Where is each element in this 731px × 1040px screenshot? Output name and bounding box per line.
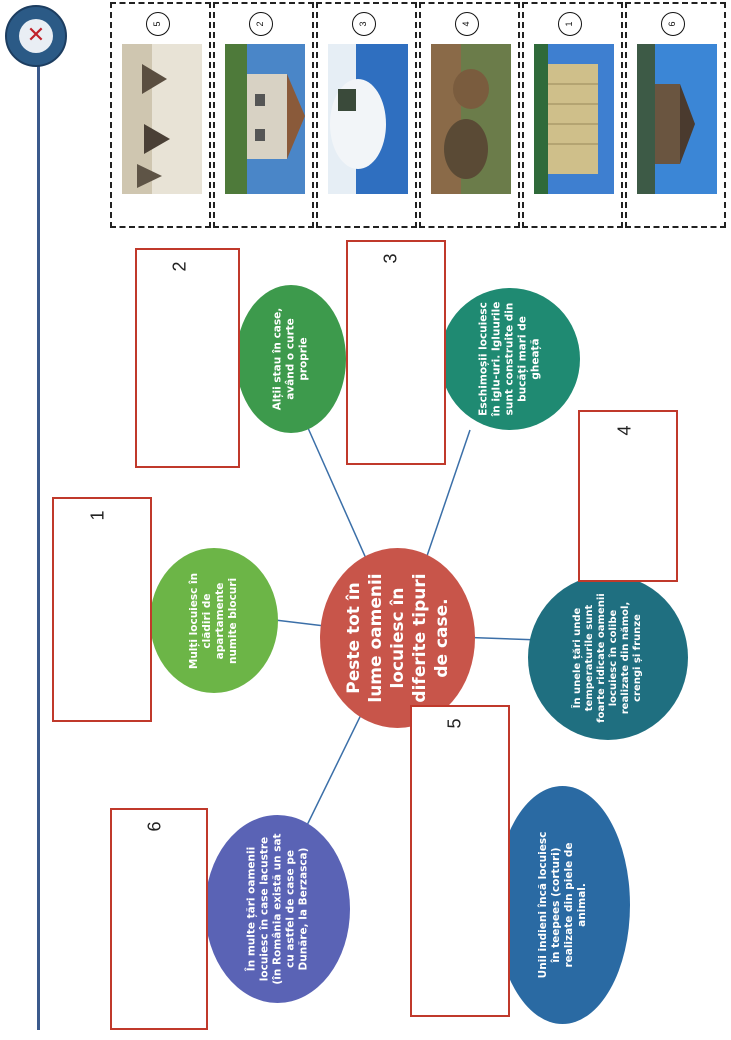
- answer-box-2[interactable]: 2: [135, 248, 240, 468]
- answer-box-5[interactable]: 5: [410, 705, 510, 1017]
- fact-text: În multe țări oamenii locuiesc în case l…: [245, 833, 309, 985]
- school-logo: ✕: [5, 5, 67, 67]
- apartment-block-photo: [534, 44, 614, 194]
- answer-box-3[interactable]: 3: [346, 240, 446, 465]
- fact-text: Mulți locuiesc în clădiri de apartamente…: [188, 572, 239, 669]
- box-number: 4: [614, 425, 635, 436]
- margin-line: [37, 48, 40, 1030]
- answer-box-1[interactable]: 1: [52, 497, 152, 722]
- central-topic-circle: Peste tot în lume oamenii locuiesc în di…: [320, 548, 475, 728]
- fact-text: În unele țări unde temperaturile sunt fo…: [572, 592, 643, 723]
- fact-circle-teepees: Unii indieni încă locuiesc în teepees (c…: [495, 786, 630, 1024]
- box-number: 2: [169, 261, 190, 272]
- fact-text: Unii indieni încă locuiesc în teepees (c…: [536, 831, 588, 979]
- fact-text: Eschimoșii locuiesc în iglu-uri. Igluuri…: [477, 301, 542, 417]
- central-topic-text: Peste tot în lume oamenii locuiesc în di…: [343, 573, 452, 703]
- fact-circle-huts: În unele țări unde temperaturile sunt fo…: [528, 575, 688, 740]
- igloo-photo: [328, 44, 408, 194]
- fact-circle-lake-houses: În multe țări oamenii locuiesc în case l…: [205, 815, 350, 1003]
- logo-cross-icon: ✕: [26, 23, 46, 48]
- photo-strip: 5 2 3: [110, 0, 731, 234]
- fact-circle-houses: Alții stau în case, având o curte propri…: [236, 285, 346, 433]
- photo-panel-3: 3: [316, 2, 417, 228]
- logo-emblem: ✕: [19, 19, 53, 53]
- photo-panel-2: 2: [213, 2, 314, 228]
- photo-panel-1: 1: [522, 2, 623, 228]
- answer-box-4[interactable]: 4: [578, 410, 678, 582]
- fact-circle-igloos: Eschimoșii locuiesc în iglu-uri. Igluuri…: [440, 288, 580, 430]
- photo-panel-5: 5: [110, 2, 211, 228]
- fact-circle-apartments: Mulți locuiesc în clădiri de apartamente…: [150, 548, 278, 693]
- teepee-photo: [122, 44, 202, 194]
- hut-photo: [431, 44, 511, 194]
- box-number: 5: [444, 718, 465, 729]
- box-number: 1: [87, 510, 108, 521]
- fact-text: Alții stau în case, având o curte propri…: [271, 307, 310, 411]
- house-photo: [225, 44, 305, 194]
- answer-box-6[interactable]: 6: [110, 808, 208, 1030]
- lake-house-photo: [637, 44, 717, 194]
- box-number: 6: [144, 821, 165, 832]
- box-number: 3: [380, 253, 401, 264]
- photo-panel-4: 4: [419, 2, 520, 228]
- photo-panel-6: 6: [625, 2, 726, 228]
